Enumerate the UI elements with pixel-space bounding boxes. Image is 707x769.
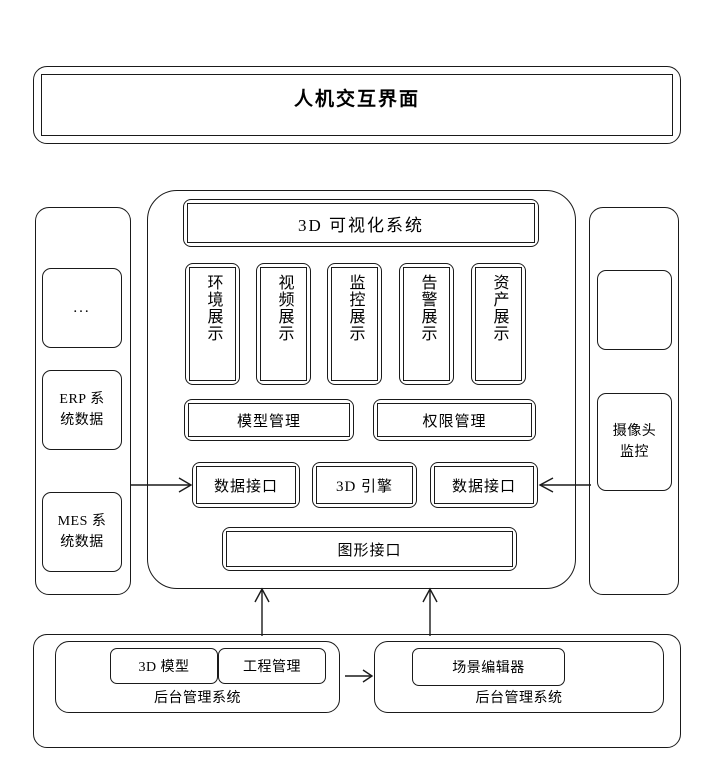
arrow-bottom-right-up	[422, 587, 438, 636]
backend-group-right-caption: 后台管理系统	[374, 686, 664, 708]
data-interface-right-box[interactable]: 数据接口	[430, 462, 538, 508]
project-management-label: 工程管理	[243, 660, 301, 675]
data-interface-left-box[interactable]: 数据接口	[192, 462, 300, 508]
3d-engine-label: 3D 引擎	[335, 478, 394, 495]
arrow-bottom-left-up	[254, 587, 270, 636]
model-management-box[interactable]: 模型管理	[184, 399, 354, 441]
arrow-backend-left-to-right	[345, 669, 374, 683]
model-management-label: 模型管理	[236, 413, 301, 430]
graphics-interface-label: 图形接口	[337, 542, 402, 559]
display-module-alarm[interactable]: 告警展示	[399, 263, 454, 385]
display-module-video-label: 视频展示	[275, 274, 293, 342]
backend-group-left-caption-label: 后台管理系统	[154, 691, 241, 706]
display-module-asset[interactable]: 资产展示	[471, 263, 526, 385]
display-module-environment-label: 环境展示	[204, 274, 222, 342]
permission-management-box[interactable]: 权限管理	[373, 399, 536, 441]
display-module-asset-label: 资产展示	[490, 274, 508, 342]
scene-editor-label: 场景编辑器	[452, 661, 525, 676]
graphics-interface-box[interactable]: 图形接口	[222, 527, 517, 571]
display-module-monitoring-label: 监控展示	[346, 274, 364, 342]
3d-model-box[interactable]: 3D 模型	[110, 648, 218, 684]
permission-management-label: 权限管理	[422, 413, 487, 430]
display-module-video[interactable]: 视频展示	[256, 263, 311, 385]
3d-visualization-system-box[interactable]: 3D 可视化系统	[183, 199, 539, 247]
backend-group-right-caption-label: 后台管理系统	[475, 691, 563, 706]
top-banner-label: 人机交互界面	[293, 89, 420, 110]
3d-model-label: 3D 模型	[138, 660, 190, 675]
project-management-box[interactable]: 工程管理	[218, 648, 326, 684]
right-sidebar-item-empty[interactable]	[597, 270, 672, 350]
left-sidebar-item-ellipsis[interactable]: ...	[42, 268, 122, 348]
arrow-left-data-flow	[131, 477, 193, 493]
left-sidebar-item-erp[interactable]: ERP 系 统数据	[42, 370, 122, 450]
left-sidebar-item-erp-label: ERP 系 统数据	[59, 392, 105, 428]
display-module-environment[interactable]: 环境展示	[185, 263, 240, 385]
right-sidebar-item-camera-label: 摄像头 监控	[612, 424, 657, 460]
top-banner-inner: 人机交互界面	[41, 74, 673, 136]
backend-group-left-caption: 后台管理系统	[55, 686, 340, 708]
scene-editor-box[interactable]: 场景编辑器	[412, 648, 565, 686]
data-interface-left-label: 数据接口	[213, 478, 278, 495]
display-module-alarm-label: 告警展示	[418, 274, 436, 342]
left-sidebar-item-mes-label: MES 系 统数据	[57, 514, 107, 550]
data-interface-right-label: 数据接口	[451, 478, 516, 495]
left-sidebar-item-ellipsis-label: ...	[73, 299, 91, 316]
left-sidebar-item-mes[interactable]: MES 系 统数据	[42, 492, 122, 572]
3d-visualization-system-label: 3D 可视化系统	[297, 215, 425, 235]
display-module-monitoring[interactable]: 监控展示	[327, 263, 382, 385]
center-container	[147, 190, 576, 589]
right-sidebar-item-camera[interactable]: 摄像头 监控	[597, 393, 672, 491]
3d-engine-box[interactable]: 3D 引擎	[312, 462, 417, 508]
arrow-right-data-flow	[538, 477, 591, 493]
